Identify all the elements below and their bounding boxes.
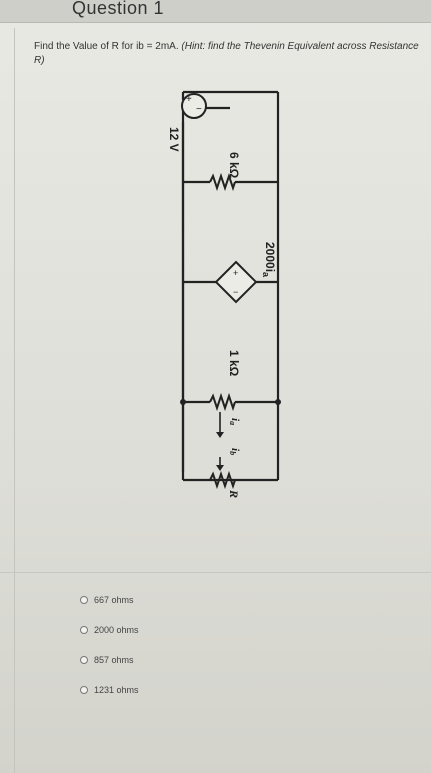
source-label: 12 V	[167, 127, 181, 152]
question-title: Question 1	[72, 0, 165, 18]
left-rule	[14, 28, 15, 773]
radio-button[interactable]	[80, 656, 88, 664]
r-label: R	[227, 489, 241, 498]
answer-option-3[interactable]: 857 ohms	[80, 650, 139, 670]
resistor-6k	[209, 172, 236, 192]
source-plus: +	[186, 94, 192, 105]
source-minus: −	[196, 104, 202, 115]
ia-label: ia	[228, 418, 241, 425]
answer-label: 2000 ohms	[94, 625, 139, 635]
radio-button[interactable]	[80, 686, 88, 694]
dep-minus: −	[233, 287, 238, 297]
answer-label: 1231 ohms	[94, 685, 139, 695]
header-bar: Question 1	[0, 0, 431, 23]
answer-label: 667 ohms	[94, 595, 134, 605]
answer-option-1[interactable]: 667 ohms	[80, 590, 139, 610]
dep-plus: +	[233, 268, 238, 278]
radio-button[interactable]	[80, 596, 88, 604]
answer-label: 857 ohms	[94, 655, 134, 665]
dep-label: 2000ia	[261, 242, 277, 278]
ib-label: ib	[228, 448, 241, 455]
resistor-r	[209, 470, 236, 490]
voltage-source: + −	[181, 93, 207, 119]
ib-arrowhead	[216, 465, 224, 471]
circuit-lines	[181, 90, 280, 482]
junction-dots	[180, 399, 281, 405]
radio-button[interactable]	[80, 626, 88, 634]
circuit-diagram: + − 12 V 6 kΩ + − 2000ia 1 kΩ ia ib R	[167, 90, 281, 498]
answer-option-2[interactable]: 2000 ohms	[80, 620, 139, 640]
dependent-source: + −	[214, 260, 258, 304]
answer-options: 667 ohms 2000 ohms 857 ohms 1231 ohms	[80, 590, 139, 710]
r2-label: 1 kΩ	[227, 350, 241, 377]
question-prompt: Find the Value of R for ib = 2mA. (Hint:…	[34, 40, 426, 68]
prompt-text: Find the Value of R for ib = 2mA.	[34, 41, 179, 52]
ia-arrowhead	[216, 432, 224, 438]
answer-option-4[interactable]: 1231 ohms	[80, 680, 139, 700]
answers-divider	[0, 572, 431, 573]
resistor-1k	[209, 392, 236, 412]
r1-label: 6 kΩ	[227, 152, 241, 179]
prompt-hint: (Hint: find the Thevenin Equivalent acro…	[34, 41, 419, 66]
